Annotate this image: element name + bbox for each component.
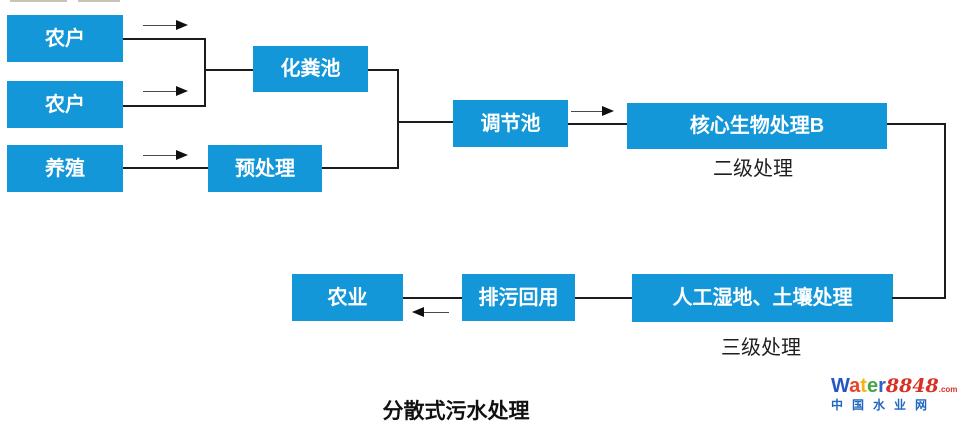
connector-regulating-to-core (568, 123, 627, 125)
connector-merge-vertical-mid (397, 69, 399, 169)
connector-merge2-to-regulating (397, 121, 453, 123)
logo-letter: a (849, 375, 861, 397)
node-agriculture: 农业 (292, 274, 403, 321)
node-discharge-reuse: 排污回用 (462, 274, 575, 321)
connector-farm2-to-merge (123, 105, 206, 107)
logo-tld: .com (938, 385, 958, 394)
connector-merge-vertical-left (204, 38, 206, 107)
logo-site-name: 中国水业网 (831, 398, 937, 412)
node-pretreatment: 预处理 (208, 145, 322, 192)
top-edge-artifact (10, 0, 67, 2)
diagram-title: 分散式污水处理 (382, 400, 530, 423)
node-regulating-tank: 调节池 (453, 100, 568, 147)
connector-vertical-right (944, 123, 946, 299)
connector-septic-to-merge2 (368, 69, 399, 71)
connector-farm1-to-merge (123, 38, 206, 40)
label-secondary-treatment: 二级处理 (713, 158, 793, 180)
connector-pretreatment-to-merge2 (322, 167, 399, 169)
connector-down-to-wetland (892, 297, 946, 299)
logo-letter: e (866, 375, 879, 397)
flow-arrow-right-icon (143, 20, 188, 31)
flow-arrow-right-icon (143, 150, 188, 161)
top-edge-artifact (78, 0, 120, 2)
node-wetland-soil-treatment: 人工湿地、土壤处理 (632, 274, 893, 322)
logo-letter: r (878, 375, 886, 397)
logo-letter: t (860, 375, 867, 397)
flow-arrow-left-icon (412, 307, 449, 318)
connector-wetland-to-reuse (575, 297, 632, 299)
logo-brand-row: Water8848.com (831, 376, 957, 396)
flow-arrow-right-icon (143, 86, 188, 97)
node-farm-household-1: 农户 (7, 15, 123, 62)
logo-number: 8848 (885, 375, 939, 397)
logo-letter: W (831, 375, 850, 397)
flow-arrow-right-icon (571, 106, 614, 117)
connector-merge-to-septic (204, 69, 253, 71)
node-septic-tank: 化粪池 (253, 46, 368, 92)
node-farm-household-2: 农户 (7, 81, 123, 128)
connector-reuse-to-agriculture (403, 297, 462, 299)
connector-breeding-to-pretreatment (123, 167, 208, 169)
connector-core-to-down (887, 123, 946, 125)
label-tertiary-treatment: 三级处理 (721, 337, 801, 359)
node-breeding: 养殖 (7, 145, 123, 192)
node-core-bio-treatment: 核心生物处理B (627, 103, 887, 149)
water8848-logo: Water8848.com 中国水业网 (831, 376, 957, 411)
